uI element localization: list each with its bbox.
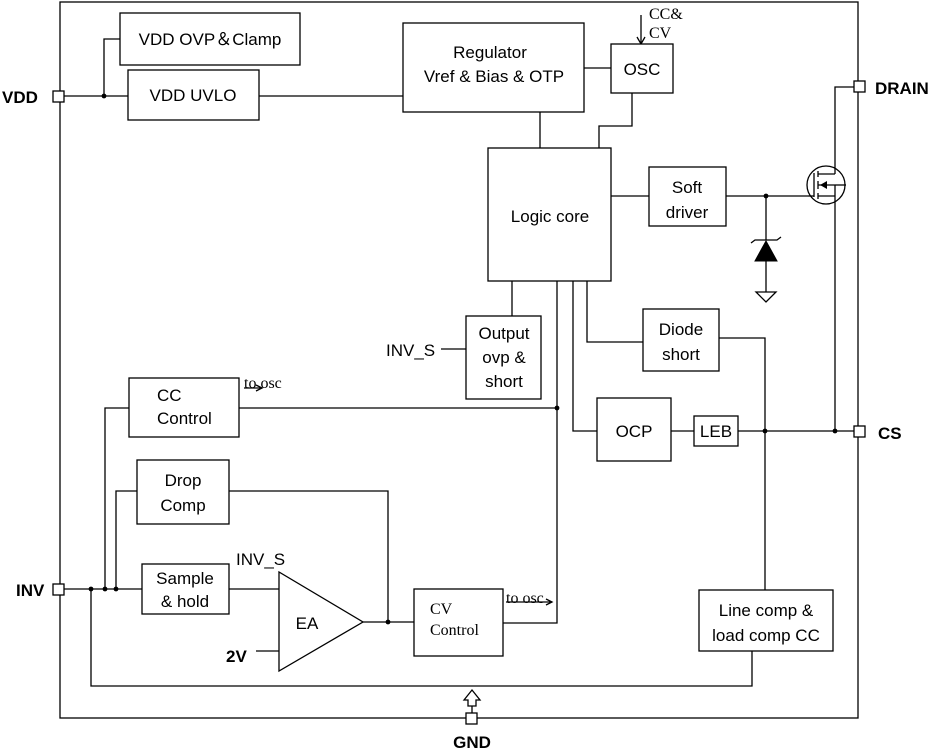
junctions <box>88 93 838 625</box>
leb-label: LEB <box>700 422 732 441</box>
sample-hold-line-1: Sample <box>156 569 214 588</box>
output-ovp-line-2: ovp & <box>482 348 526 367</box>
pin-inv: INV <box>16 581 65 600</box>
block-leb: LEB <box>693 415 739 447</box>
diode-short-line-2: short <box>662 345 700 364</box>
mosfet-icon <box>806 165 846 212</box>
regulator-line-1: Regulator <box>453 43 527 62</box>
block-soft-driver: Soft driver <box>648 166 727 227</box>
pin-cs-label: CS <box>878 424 902 443</box>
pin-vdd: VDD <box>2 88 65 107</box>
cc-control-line-1: CC <box>157 386 182 405</box>
cv-control-line-2: Control <box>430 622 479 639</box>
vdd-uvlo-label: VDD UVLO <box>150 86 237 105</box>
error-amp-triangle <box>278 570 365 673</box>
pin-vdd-label: VDD <box>2 88 38 107</box>
sample-hold-line-2: & hold <box>161 592 209 611</box>
soft-driver-line-2: driver <box>666 203 709 222</box>
block-drop-comp: Drop Comp <box>136 459 230 525</box>
block-vdd-uvlo: VDD UVLO <box>127 69 260 121</box>
block-regulator: Regulator Vref & Bias & OTP <box>402 22 585 113</box>
cc-to-osc-label: to osc <box>244 375 282 392</box>
osc-input-label-1: CC& <box>649 6 683 23</box>
ground-icon <box>754 291 778 303</box>
output-ovp-inv-s-label: INV_S <box>386 341 435 360</box>
cc-control-line-2: Control <box>157 409 212 428</box>
drop-comp-line-2: Comp <box>160 496 205 515</box>
block-logic-core: Logic core <box>487 147 612 282</box>
cv-control-line-1: CV <box>430 601 453 618</box>
osc-input-label-2: CV <box>649 25 672 42</box>
output-ovp-line-3: short <box>485 372 523 391</box>
osc-label: OSC <box>624 60 661 79</box>
pin-gnd-label: GND <box>453 733 491 752</box>
pin-drain-label: DRAIN <box>875 79 929 98</box>
soft-driver-line-1: Soft <box>672 178 703 197</box>
block-vdd-ovp: VDD OVP＆Clamp <box>119 12 301 66</box>
ea-label: EA <box>296 614 319 633</box>
block-error-amp: EA <box>278 570 365 673</box>
block-diode-short: Diode short <box>642 308 720 372</box>
output-ovp-line-1: Output <box>478 324 529 343</box>
zener-diode-icon <box>750 236 782 262</box>
block-ocp: OCP <box>596 397 672 462</box>
block-line-comp: Line comp & load comp CC <box>698 589 834 652</box>
vdd-ovp-label: VDD OVP＆Clamp <box>139 30 282 49</box>
logic-core-label: Logic core <box>511 207 589 226</box>
pin-inv-label: INV <box>16 581 45 600</box>
block-osc: OSC <box>610 43 674 94</box>
cv-to-osc-label: to osc <box>506 590 544 607</box>
ea-inv-s-label: INV_S <box>236 550 285 569</box>
pin-cs: CS <box>853 424 902 443</box>
regulator-line-2: Vref & Bias & OTP <box>424 67 564 86</box>
diode-short-line-1: Diode <box>659 320 703 339</box>
line-comp-line-1: Line comp & <box>719 601 814 620</box>
block-cc-control: CC Control <box>128 377 240 438</box>
gnd-arrow-icon <box>462 688 482 707</box>
pin-drain: DRAIN <box>853 79 929 98</box>
block-sample-hold: Sample & hold <box>141 563 230 615</box>
block-cv-control: CV Control <box>413 588 504 657</box>
drop-comp-line-1: Drop <box>165 471 202 490</box>
ocp-label: OCP <box>616 422 653 441</box>
block-output-ovp: Output ovp & short <box>465 315 542 400</box>
line-comp-line-2: load comp CC <box>712 626 820 645</box>
ea-ref-2v-label: 2V <box>226 647 247 666</box>
pin-gnd: GND <box>453 688 491 752</box>
